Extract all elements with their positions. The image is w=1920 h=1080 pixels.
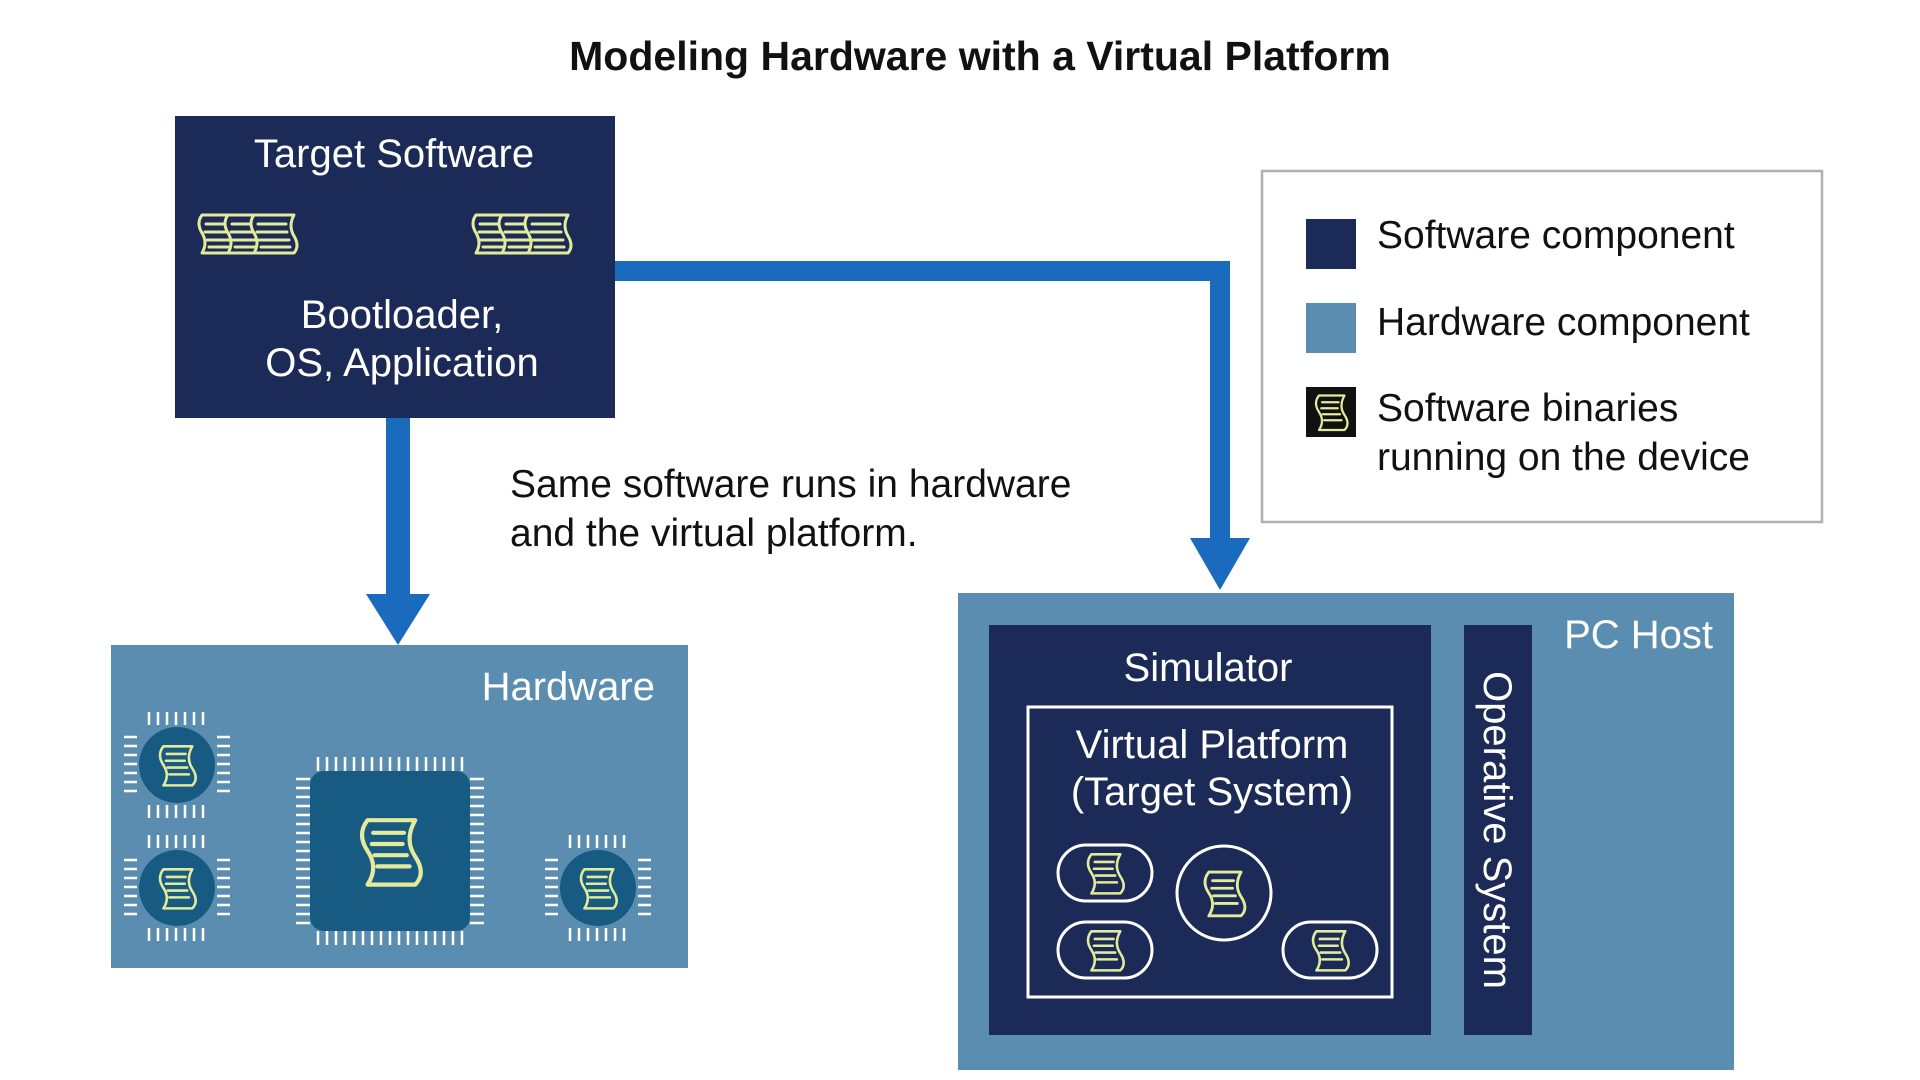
target-software-title: Target Software (254, 132, 534, 176)
virtual-platform-line1: Virtual Platform (1076, 723, 1349, 767)
software-binary-icon (1281, 920, 1379, 980)
software-binary-icon (1056, 920, 1154, 980)
simulator-label: Simulator (1124, 646, 1293, 690)
legend-binaries-label-line1: Software binaries (1377, 387, 1678, 430)
virtual-platform-line2: (Target System) (1071, 770, 1353, 814)
hardware-label: Hardware (482, 665, 655, 709)
operative-system-box: Operative System (1464, 625, 1532, 1035)
arrow-to-pc-host (615, 261, 1250, 590)
pc-host-box: PC Host Simulator Virtual Platform (Targ… (958, 593, 1734, 1070)
pc-host-label: PC Host (1564, 613, 1713, 657)
target-software-line2: OS, Application (265, 341, 539, 385)
annotation-line1: Same software runs in hardware (510, 463, 1071, 506)
hardware-swatch (1306, 303, 1356, 353)
target-software-box: Target Software Bootloader, OS, Applicat… (175, 116, 615, 418)
binaries-stack-icon (471, 213, 573, 255)
virtual-platform-box: Virtual Platform (Target System) (1026, 705, 1394, 999)
legend: Software component Hardware component So… (1260, 169, 1824, 524)
legend-software-label: Software component (1377, 214, 1735, 257)
chip-icon (296, 757, 484, 945)
software-binary-icon (1175, 844, 1273, 942)
software-swatch (1306, 219, 1356, 269)
diagram-title: Modeling Hardware with a Virtual Platfor… (569, 33, 1391, 79)
legend-hardware-label: Hardware component (1377, 301, 1750, 344)
simulator-box: Simulator Virtual Platform (Target Syste… (989, 625, 1431, 1035)
hardware-box: Hardware (111, 645, 688, 968)
binaries-stack-icon (197, 213, 299, 255)
arrow-to-hardware (366, 418, 430, 645)
software-binary-icon (1306, 387, 1356, 437)
target-software-line1: Bootloader, (301, 293, 503, 337)
annotation-line2: and the virtual platform. (510, 512, 918, 555)
legend-binaries-label-line2: running on the device (1377, 436, 1750, 479)
software-binary-icon (1056, 843, 1154, 903)
operative-system-label: Operative System (1475, 671, 1519, 989)
